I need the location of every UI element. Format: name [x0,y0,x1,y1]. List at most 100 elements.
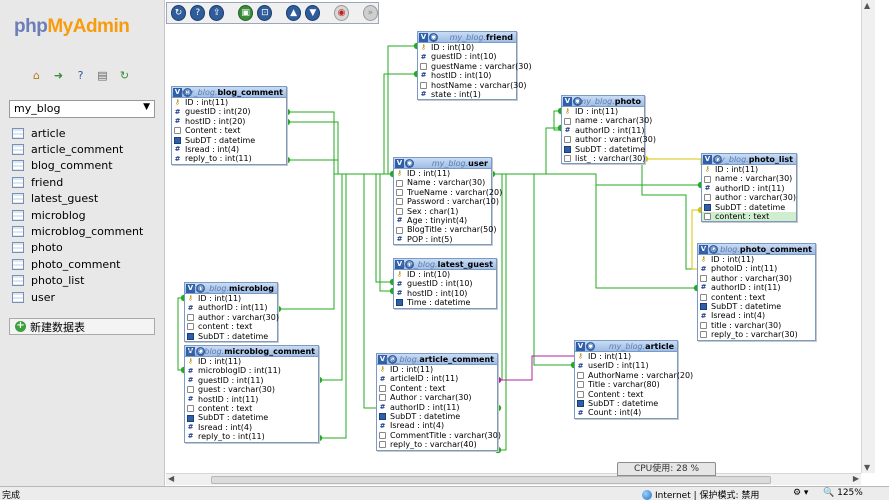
table-options-icon[interactable]: ◉ [388,355,397,364]
scroll-left-icon[interactable]: ◀ [168,474,175,483]
table-box-latest-guest[interactable]: V◉my_blog.latest_guest⚷ID : int(10)#gues… [393,258,497,309]
table-column-row[interactable]: Time : datetime [394,298,496,307]
table-box-microblog[interactable]: V◉my_blog.microblog⚷ID : int(11)#authorI… [184,282,279,342]
table-options-icon[interactable]: ◉ [196,347,205,356]
toggle-columns-icon[interactable]: V [173,88,182,97]
table-column-row[interactable]: #authorID : int(11) [702,184,796,193]
toggle-columns-icon[interactable]: V [378,355,387,364]
docs-icon[interactable]: ▤ [97,69,108,82]
security-zone[interactable]: Internet | 保护模式: 禁用 [642,488,759,501]
close-icon[interactable]: » [362,5,378,21]
toggle-columns-icon[interactable]: V [186,284,195,293]
reload-icon[interactable]: ↻ [119,69,130,82]
table-column-row[interactable]: name : varchar(30) [562,116,652,125]
table-header[interactable]: V◉my_blog.photo_comment [698,244,815,255]
table-column-row[interactable]: SubDT : datetime [185,332,277,341]
table-column-row[interactable]: #hostID : int(10) [394,289,496,298]
table-column-row[interactable]: #POP : int(5) [394,235,491,244]
table-header[interactable]: V◉my_blog.friend [418,32,516,43]
table-column-row[interactable]: #hostID : int(10) [418,71,516,80]
table-list-item[interactable]: photo [12,240,143,256]
angular-links-icon[interactable]: ⊡ [257,5,273,21]
table-column-row[interactable]: content : text [698,293,815,302]
table-header[interactable]: V◉my_blog.photo [562,96,644,107]
table-column-row[interactable]: #authorID : int(11) [377,403,497,412]
table-options-icon[interactable]: ◉ [429,33,438,42]
table-header[interactable]: V◉my_blog.microblog [185,283,277,294]
horizontal-scroll-thumb[interactable] [211,476,771,484]
table-column-row[interactable]: SubDT : datetime [702,203,796,212]
database-select[interactable]: my_blog ▼ [9,100,155,118]
table-column-row[interactable]: #authorID : int(11) [698,283,815,292]
table-column-row[interactable]: #guestID : int(11) [185,376,318,385]
toggle-columns-icon[interactable]: V [395,159,404,168]
table-column-row[interactable]: #reply_to : int(11) [185,432,318,441]
table-column-row[interactable]: #userID : int(11) [575,361,677,370]
table-column-row[interactable]: author : varchar(30) [698,274,815,283]
horizontal-scrollbar[interactable]: ◀ ▶ [166,473,861,485]
table-column-row[interactable]: ⚷ID : int(10) [418,43,516,52]
table-column-row[interactable]: #Isread : int(4) [185,423,318,432]
table-options-icon[interactable]: ◉ [405,159,414,168]
vertical-scrollbar[interactable]: ▲ ▼ [861,0,875,473]
table-column-row[interactable]: title : varchar(30) [698,321,815,330]
toggle-relation-icon[interactable]: ▣ [238,5,254,21]
table-header[interactable]: V◉my_blog.blog_comment [172,87,286,98]
table-column-row[interactable]: ⚷ID : int(11) [575,352,677,361]
protected-mode-icon[interactable]: ⚙ ▾ [793,488,809,498]
toggle-columns-icon[interactable]: V [699,245,708,254]
table-column-row[interactable]: BlogTitle : varchar(50) [394,225,496,234]
table-column-row[interactable]: content : text [702,211,796,222]
table-column-row[interactable]: ⚷ID : int(10) [394,270,496,279]
save-pdf-icon[interactable]: ◉ [334,5,350,21]
table-header[interactable]: V◉my_blog.user [394,158,491,169]
table-column-row[interactable]: ⚷ID : int(11) [562,107,644,116]
table-column-row[interactable]: #guestID : int(10) [394,279,496,288]
help-icon[interactable]: ? [190,5,206,21]
table-column-row[interactable]: #reply_to : int(11) [172,154,286,163]
table-box-photo-comment[interactable]: V◉my_blog.photo_comment⚷ID : int(11)#pho… [697,243,816,341]
table-column-row[interactable]: Title : varchar(80) [575,380,677,389]
table-column-row[interactable]: Content : text [172,126,286,135]
table-options-icon[interactable]: ◉ [183,88,192,97]
table-column-row[interactable]: hostName : varchar(30) [418,81,526,90]
table-list-item[interactable]: blog_comment [12,158,143,174]
table-column-row[interactable]: #hostID : int(20) [172,117,286,126]
table-column-row[interactable]: TrueName : varchar(20) [394,188,502,197]
table-column-row[interactable]: author : varchar(30) [702,193,796,202]
toggle-columns-icon[interactable]: V [395,260,404,269]
toggle-columns-icon[interactable]: V [419,33,428,42]
new-table-button[interactable]: + 新建数据表 [9,318,155,335]
table-column-row[interactable]: #Isread : int(4) [172,145,286,154]
table-column-row[interactable]: #photoID : int(11) [698,264,815,273]
table-column-row[interactable]: SubDT : datetime [698,302,815,311]
table-column-row[interactable]: SubDT : datetime [185,413,318,422]
table-column-row[interactable]: Sex : char(1) [394,207,491,216]
table-options-icon[interactable]: ◉ [573,97,582,106]
toggle-columns-icon[interactable]: V [563,97,572,106]
table-column-row[interactable]: #hostID : int(11) [185,395,318,404]
table-column-row[interactable]: ⚷ID : int(11) [185,357,318,366]
refresh-icon[interactable]: ↻ [171,5,187,21]
table-header[interactable]: V◉my_blog.latest_guest [394,259,496,270]
table-options-icon[interactable]: ◉ [586,342,595,351]
phpmyadmin-logo[interactable]: phpMyAdmin [14,16,130,38]
table-list-item[interactable]: user [12,289,143,305]
table-box-photo[interactable]: V◉my_blog.photo⚷ID : int(11)name : varch… [561,95,656,165]
table-column-row[interactable]: ⚷ID : int(11) [377,365,497,374]
table-column-row[interactable]: #microblogID : int(11) [185,366,318,375]
table-column-row[interactable]: Password : varchar(10) [394,197,499,206]
home-icon[interactable]: ⌂ [33,69,40,82]
scroll-right-icon[interactable]: ▶ [852,474,859,483]
table-column-row[interactable]: guestName : varchar(30) [418,62,532,71]
table-column-row[interactable]: Content : text [377,384,497,393]
table-column-row[interactable]: ⚷ID : int(11) [702,165,796,174]
table-column-row[interactable]: list_ : varchar(30) [562,154,645,163]
table-box-user[interactable]: V◉my_blog.user⚷ID : int(11)Name : varcha… [393,157,502,246]
table-column-row[interactable]: #Age : tinyint(4) [394,216,491,225]
table-column-row[interactable]: #articleID : int(11) [377,374,497,383]
table-column-row[interactable]: Name : varchar(30) [394,178,491,187]
scroll-up-icon[interactable]: ▲ [864,1,871,10]
table-box-article[interactable]: V◉my_blog.article⚷ID : int(11)#userID : … [574,340,693,419]
table-column-row[interactable]: CommentTitle : varchar(30) [377,431,501,440]
